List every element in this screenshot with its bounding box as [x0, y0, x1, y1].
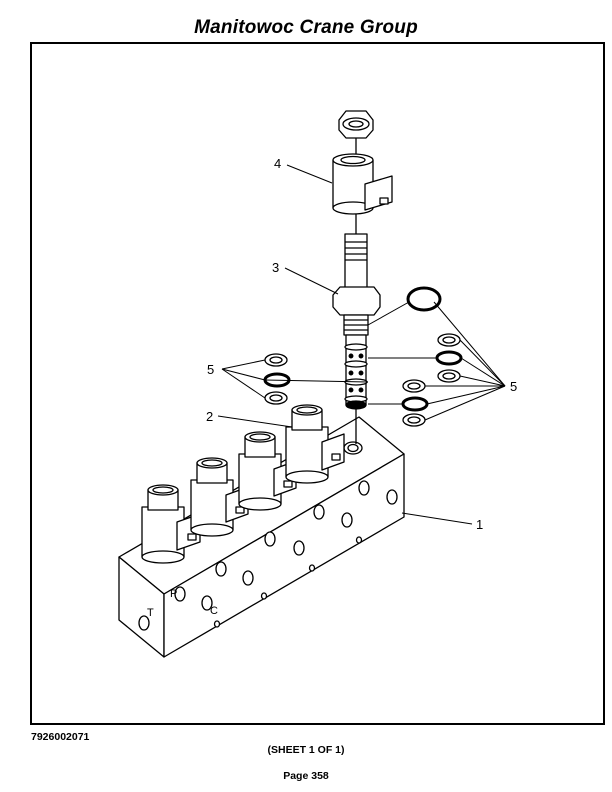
callout-5-right: 5	[510, 379, 517, 394]
exploded-parts-diagram: P C T 1 2 3 4 5 5	[118, 110, 517, 658]
valve-stem	[332, 233, 381, 410]
installed-valve-4	[285, 404, 345, 484]
port-label-c: C	[210, 605, 218, 617]
installed-valve-3	[238, 431, 297, 511]
drawing-frame: P C T 1 2 3 4 5 5	[30, 42, 605, 725]
callout-5-left: 5	[207, 362, 214, 377]
callout-3: 3	[272, 260, 279, 275]
page-title: Manitowoc Crane Group	[194, 17, 418, 38]
coil	[332, 153, 393, 215]
leader-lines	[217, 164, 506, 525]
seal-rings-right	[401, 286, 463, 427]
installed-valve-1	[141, 484, 201, 564]
seal-rings-left	[263, 353, 291, 405]
sheet-indicator: (SHEET 1 OF 1)	[267, 744, 345, 756]
nut	[338, 110, 374, 139]
callout-4: 4	[274, 156, 281, 171]
callout-1: 1	[476, 517, 483, 532]
port-label-t: T	[147, 607, 154, 619]
port-label-p: P	[170, 588, 177, 600]
drawing-number: 7926002071	[31, 731, 90, 743]
callout-2: 2	[206, 409, 213, 424]
page-number: Page 358	[283, 770, 329, 782]
